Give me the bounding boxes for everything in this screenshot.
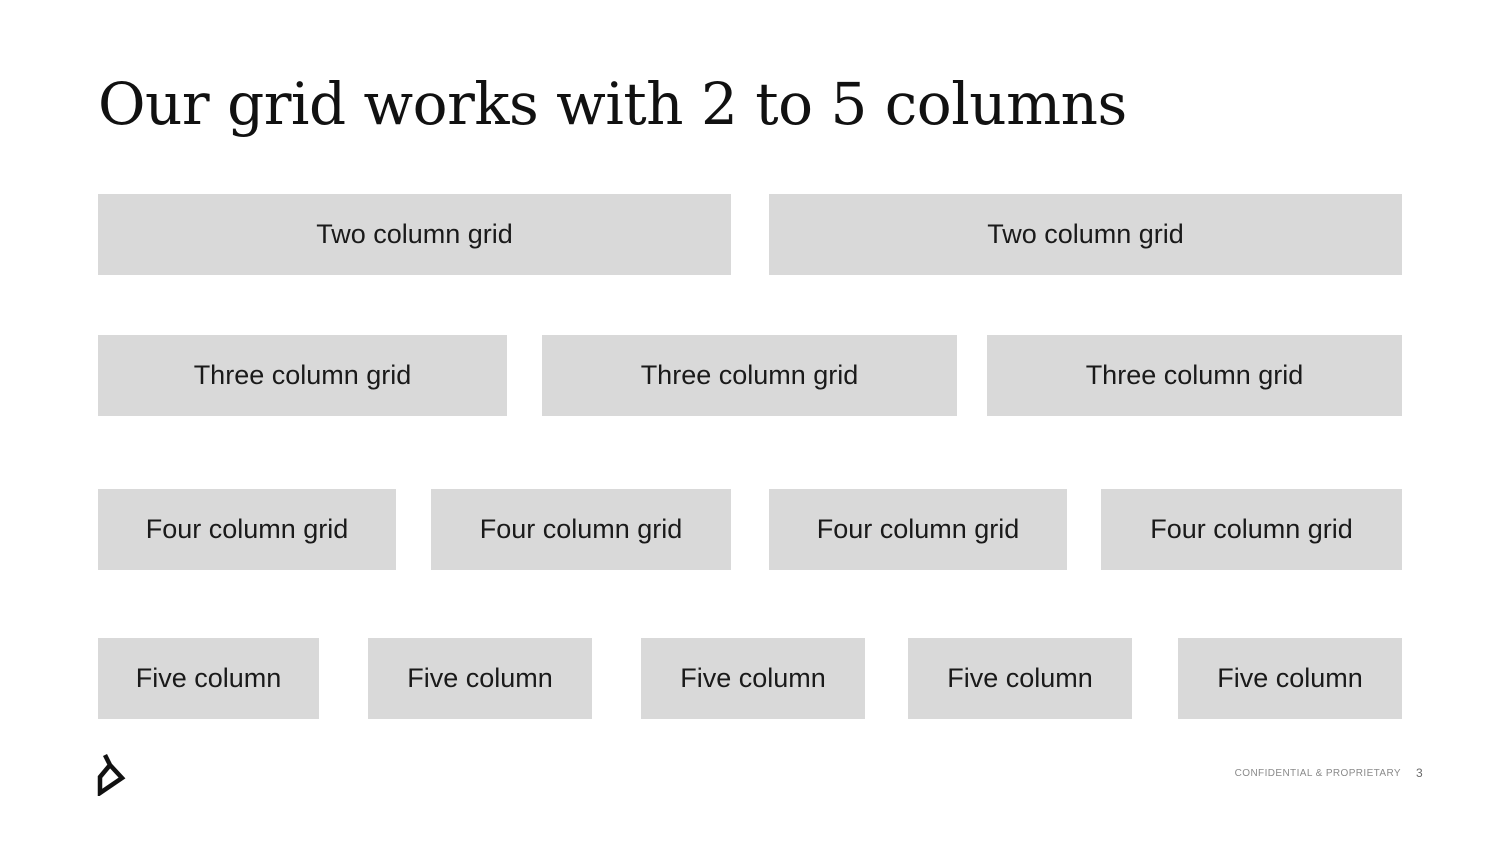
grid-cell-three-3: Three column grid	[987, 335, 1402, 416]
grid-cell-five-5: Five column	[1178, 638, 1402, 719]
grid-cell-four-2: Four column grid	[431, 489, 731, 570]
grid-cell-four-3: Four column grid	[769, 489, 1067, 570]
grid-cell-three-2: Three column grid	[542, 335, 957, 416]
grid-cell-five-4: Five column	[908, 638, 1132, 719]
grid-cell-five-3: Five column	[641, 638, 865, 719]
grid-cell-three-1: Three column grid	[98, 335, 507, 416]
brand-logo-icon	[97, 753, 126, 796]
grid-cell-five-2: Five column	[368, 638, 592, 719]
confidential-label: CONFIDENTIAL & PROPRIETARY	[1234, 768, 1401, 779]
grid-cell-five-1: Five column	[98, 638, 319, 719]
grid-cell-four-4: Four column grid	[1101, 489, 1402, 570]
grid-cell-two-2: Two column grid	[769, 194, 1402, 275]
page-title: Our grid works with 2 to 5 columns	[98, 70, 1127, 138]
grid-cell-four-1: Four column grid	[98, 489, 396, 570]
page-number: 3	[1416, 766, 1423, 780]
grid-cell-two-1: Two column grid	[98, 194, 731, 275]
